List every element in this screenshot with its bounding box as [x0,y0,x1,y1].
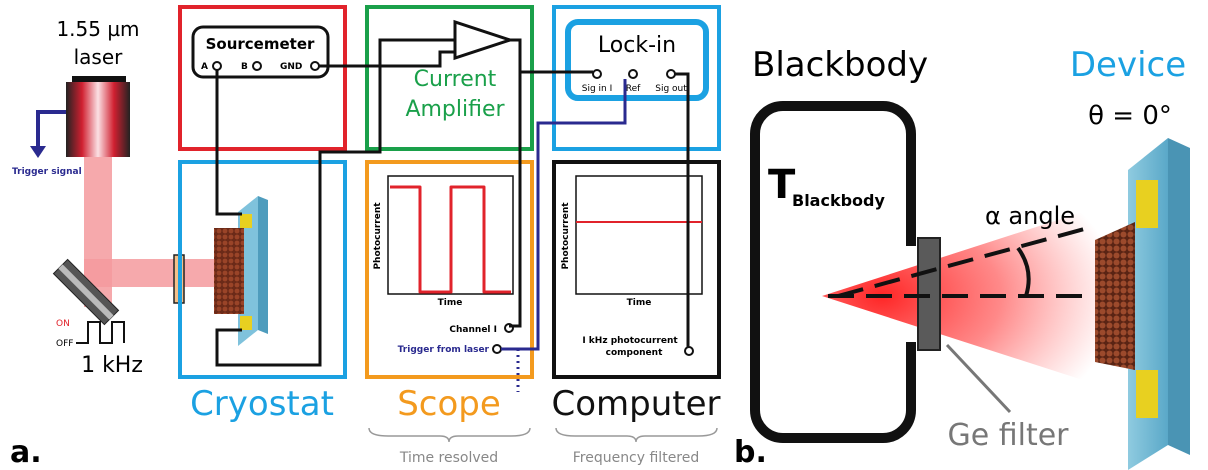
brace-time-resolved [368,427,531,443]
amplifier-line2: Amplifier [405,97,505,122]
t-blackbody-main: T [768,162,796,208]
terminal-a-label: A [201,62,208,72]
emission-cone [822,200,1120,392]
frequency-filtered-label: Frequency filtered [573,450,700,466]
lockin-title: Lock-in [598,33,676,58]
computer-xlabel: Time [627,298,652,308]
computer-box [552,160,721,379]
ref-port [628,69,638,79]
lockin-box [552,5,721,151]
amplifier-box [365,5,534,151]
computer-label: Computer [551,384,720,424]
scope-square-wave [390,185,511,294]
wiring [215,38,690,392]
square-wave-icon [76,321,125,344]
lockin-device [565,19,709,101]
cryostat-box [178,160,347,379]
scope-channel-label: Channel I [449,325,497,335]
brace-frequency-filtered [555,427,718,443]
terminal-gnd-label: GND [280,62,302,72]
blackbody-box [750,101,916,443]
laser-cap [72,76,126,82]
laser-label: laser [74,45,124,69]
laser-body [66,82,130,157]
cryostat-label: Cryostat [190,384,334,424]
ref-label: Ref [626,84,641,94]
laser-wavelength: 1.55 µm [56,17,139,41]
sig-out-port [666,69,676,79]
sig-in-label: Sig in I [582,84,613,94]
mirror [52,258,120,326]
angled-axis [837,226,1089,298]
scope-trigger-label: Trigger from laser [398,345,490,355]
sig-in-port [592,69,602,79]
cryostat-sample [214,196,268,346]
scope-plot-frame [387,175,514,295]
ge-filter-pointer [945,343,1012,414]
theta-label: θ = 0° [1088,101,1172,131]
alpha-arc [1016,246,1031,297]
mod-on: ON [56,319,70,329]
sig-out-label: Sig out [655,84,687,94]
laser-beam-horizontal [84,259,224,287]
computer-comp-line1: I kHz photocurrent [582,336,678,346]
trigger-arrowhead [30,146,46,158]
terminal-b [252,61,262,71]
trigger-arrow [36,110,66,148]
panel-a-label: a. [10,435,42,470]
sourcemeter-device [191,25,330,79]
time-resolved-label: Time resolved [399,450,498,466]
panel-b-label: b. [734,435,767,470]
sourcemeter-title: Sourcemeter [206,35,315,53]
ge-filter-label: Ge filter [947,418,1069,453]
computer-plot-frame [575,175,703,295]
terminal-a [212,61,222,71]
detector-device [1095,138,1190,470]
trigger-signal-label: Trigger signal [12,167,82,177]
computer-ylabel: Photocurrent [561,202,571,270]
terminal-gnd [310,61,320,71]
scope-trigger-port [492,344,502,354]
computer-comp-line2: component [606,348,663,358]
t-blackbody-sub: Blackbody [792,191,886,210]
sourcemeter-box [178,5,347,151]
mod-frequency: 1 kHz [81,353,143,378]
blackbody-title: Blackbody [752,45,928,85]
alpha-label: α angle [985,202,1075,230]
terminal-b-label: B [241,62,248,72]
mod-off: OFF [56,339,73,349]
amplifier-symbol [453,19,515,61]
scope-xlabel: Time [438,298,463,308]
scope-box [365,160,534,379]
amplifier-line1: Current [414,67,497,92]
scope-label: Scope [397,384,501,424]
scope-ylabel: Photocurrent [373,202,383,270]
device-title: Device [1070,45,1186,85]
computer-input-port [684,346,694,356]
